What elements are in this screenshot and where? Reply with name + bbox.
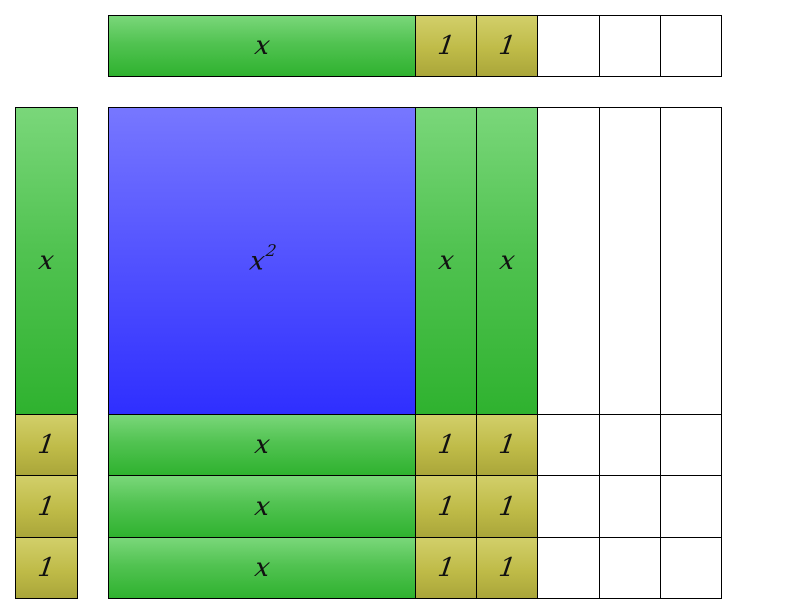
product-empty-cell-r3c4 [599, 537, 661, 599]
tile-label: 1 [435, 491, 457, 522]
product-empty-cell-r3c3 [537, 537, 600, 599]
product-empty-column-1 [537, 107, 600, 415]
x-squared-exponent: 2 [264, 241, 278, 261]
top-factor-x-tile: x [108, 15, 416, 77]
product-empty-cell-r2c4 [599, 475, 661, 538]
top-factor-empty-cell-1 [537, 15, 600, 77]
product-empty-column-3 [660, 107, 722, 415]
tile-label: x [252, 430, 272, 460]
top-factor-empty-cell-3 [660, 15, 722, 77]
product-empty-column-2 [599, 107, 661, 415]
tile-label: 1 [435, 31, 457, 61]
tile-label: x [252, 553, 272, 583]
tile-label: x [252, 31, 272, 61]
top-factor-unit-tile-2: 1 [476, 15, 538, 77]
product-unit-tile-r1c1: 1 [415, 414, 477, 476]
product-empty-cell-r3c5 [660, 537, 722, 599]
tile-label: x [252, 491, 272, 522]
product-unit-tile-r2c1: 1 [415, 475, 477, 538]
top-factor-empty-cell-2 [599, 15, 661, 77]
product-x-tile-vertical-2: x [476, 107, 538, 415]
product-empty-cell-r1c5 [660, 414, 722, 476]
left-factor-unit-tile-1: 1 [15, 414, 78, 476]
top-factor-unit-tile-1: 1 [415, 15, 477, 77]
product-x-squared-tile: x2 [108, 107, 416, 415]
product-x-tile-vertical-1: x [415, 107, 477, 415]
tile-label: 1 [36, 553, 57, 583]
tile-label: x [497, 246, 517, 276]
product-unit-tile-r2c2: 1 [476, 475, 538, 538]
tile-label: x [436, 246, 456, 276]
left-factor-x-tile: x [15, 107, 78, 415]
x-squared-base: x [247, 246, 267, 277]
tile-label: 1 [496, 553, 518, 583]
product-empty-cell-r1c3 [537, 414, 600, 476]
tile-label: x [37, 246, 56, 276]
left-factor-unit-tile-3: 1 [15, 537, 78, 599]
tile-label: 1 [496, 430, 518, 460]
tile-label: 1 [36, 430, 57, 460]
left-factor-unit-tile-2: 1 [15, 475, 78, 538]
tile-label: 1 [496, 491, 518, 522]
product-x-tile-horizontal-1: x [108, 414, 416, 476]
product-empty-cell-r1c4 [599, 414, 661, 476]
tile-label: 1 [435, 553, 457, 583]
product-empty-cell-r2c3 [537, 475, 600, 538]
product-empty-cell-r2c5 [660, 475, 722, 538]
tile-label: 1 [496, 31, 518, 61]
product-unit-tile-r3c1: 1 [415, 537, 477, 599]
product-unit-tile-r3c2: 1 [476, 537, 538, 599]
tile-label: 1 [36, 491, 57, 522]
product-unit-tile-r1c2: 1 [476, 414, 538, 476]
tile-label: x2 [247, 241, 277, 277]
tile-label: 1 [435, 430, 457, 460]
product-x-tile-horizontal-2: x [108, 475, 416, 538]
product-x-tile-horizontal-3: x [108, 537, 416, 599]
